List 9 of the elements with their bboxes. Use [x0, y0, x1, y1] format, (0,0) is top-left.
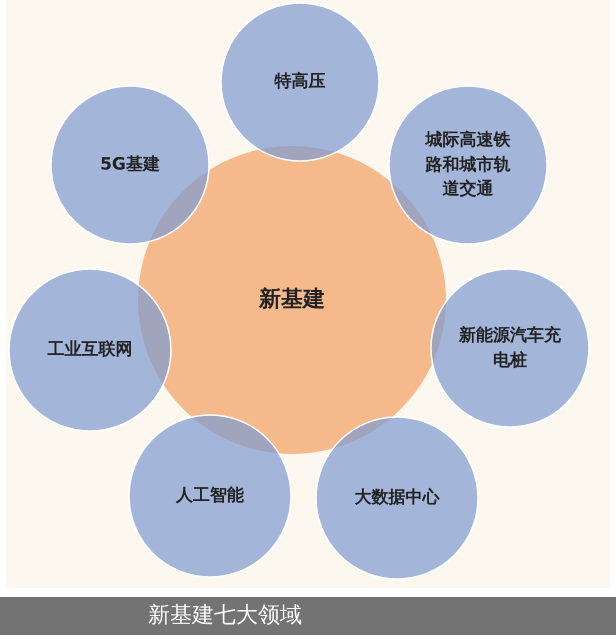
topic-label: 新能源汽车充电桩 — [458, 324, 562, 372]
topic-label: 工业互联网 — [46, 338, 134, 362]
topic-label: 人工智能 — [174, 484, 245, 508]
caption: 新基建七大领域 — [148, 602, 302, 630]
topic-label: 大数据中心 — [354, 486, 441, 510]
center-label: 新基建 — [258, 286, 326, 314]
topic-label: 城际高速铁路和城市轨道交通 — [424, 129, 512, 202]
topic-label: 特高压 — [273, 70, 326, 94]
topic-label: 5G基建 — [99, 154, 161, 177]
